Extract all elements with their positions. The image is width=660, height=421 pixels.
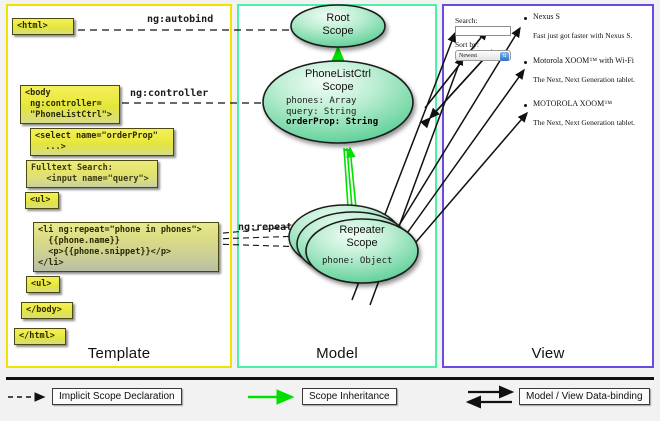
view-item-snippet: Fast just got faster with Nexus S. bbox=[533, 31, 633, 40]
code-box-li-repeat: <li ng:repeat="phone in phones"> {{phone… bbox=[33, 222, 219, 272]
view-item-snippet: The Next, Next Generation tablet. bbox=[533, 75, 636, 84]
code-box-ul-open: <ul> bbox=[25, 192, 59, 209]
scope-repeater-title: Repeater Scope bbox=[339, 224, 385, 249]
list-bullet bbox=[524, 61, 527, 64]
code-box-select: <select name="orderProp" ...> bbox=[30, 128, 174, 156]
panel-model-label: Model bbox=[316, 345, 358, 362]
panel-template-label: Template bbox=[87, 345, 151, 362]
view-sort-label: Sort by: bbox=[455, 40, 479, 49]
view-item-title: MOTOROLA XOOM™ bbox=[533, 99, 613, 108]
panel-view-label: View bbox=[531, 345, 565, 362]
view-sort-selected-value: Newest bbox=[459, 52, 477, 59]
scope-prop-orderprop: orderProp: String bbox=[286, 117, 379, 127]
view-search-input[interactable] bbox=[455, 26, 511, 36]
view-item-snippet: The Next, Next Generation tablet. bbox=[533, 118, 636, 127]
scope-prop-query: query: String bbox=[286, 106, 357, 117]
label-ng-autobind: ng:autobind bbox=[147, 14, 214, 25]
legend-glyph-databinding bbox=[465, 385, 515, 409]
label-ng-controller: ng:controller bbox=[130, 88, 209, 99]
scope-prop-phones: phones: Array bbox=[286, 96, 357, 106]
code-box-body-open: <body ng:controller= "PhoneListCtrl"> bbox=[20, 85, 120, 124]
code-box-html-open: <html> bbox=[12, 18, 74, 35]
scope-phonelistctrl-title: PhoneListCtrl Scope bbox=[304, 68, 372, 93]
view-item-title: Nexus S bbox=[533, 12, 560, 21]
code-box-body-close: </body> bbox=[21, 302, 73, 319]
code-box-fulltext-search: Fulltext Search: <input name="query"> bbox=[26, 160, 158, 188]
legend-label-implicit: Implicit Scope Declaration bbox=[52, 388, 182, 405]
label-ng-repeat: ng:repeat bbox=[238, 222, 293, 233]
list-bullet bbox=[524, 17, 527, 20]
scope-root-title: Root Scope bbox=[322, 12, 354, 37]
legend-label-inheritance: Scope Inheritance bbox=[302, 388, 397, 405]
legend-label-databinding: Model / View Data-binding bbox=[519, 388, 650, 405]
panel-model: Model bbox=[237, 4, 437, 368]
view-search-label: Search: bbox=[455, 16, 478, 25]
legend-divider bbox=[6, 377, 654, 380]
view-sort-select[interactable]: Newest ⇅ bbox=[455, 50, 511, 61]
code-box-ul-close: <ul> bbox=[26, 276, 60, 293]
scope-repeater-props: phone: Object bbox=[322, 256, 393, 266]
chevron-updown-icon: ⇅ bbox=[500, 52, 509, 61]
code-box-html-close: </html> bbox=[14, 328, 66, 345]
view-item-title: Motorola XOOM™ with Wi-Fi bbox=[533, 56, 634, 65]
list-bullet bbox=[524, 104, 527, 107]
